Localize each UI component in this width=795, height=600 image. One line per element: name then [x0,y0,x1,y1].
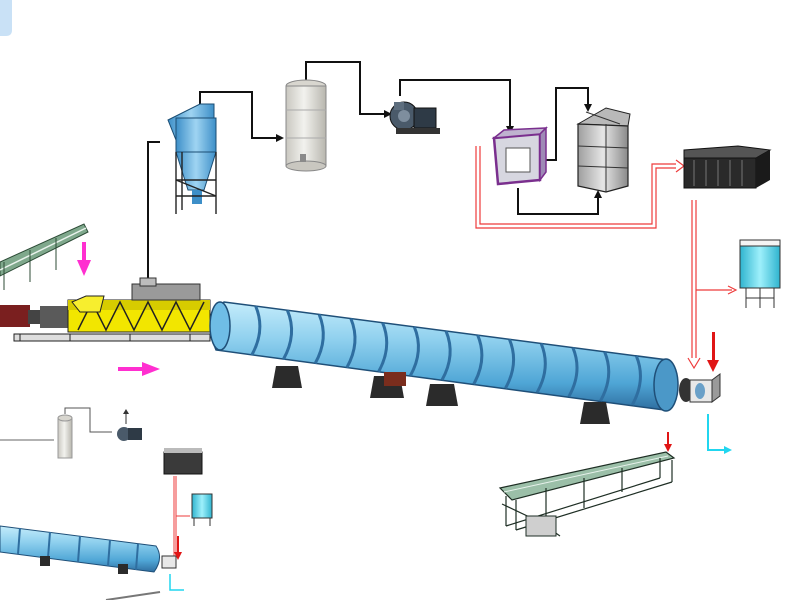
drum-ring [408,326,420,377]
drum-supports [272,366,610,424]
corner-tab [0,0,12,36]
cyan-output-arrow-icon [707,414,732,454]
drum-ring [377,322,389,373]
drum-ring [504,338,516,390]
mini-heat-exchanger-icon [163,448,203,475]
screw-feeder-icon [0,277,211,342]
red-duct-lines [475,146,732,358]
chimney-silo-icon [576,107,631,193]
mini-rotary-drum-icon [0,525,160,574]
duct-arrowheads [276,104,602,198]
red-small-down-arrow-icon [664,432,672,452]
red-down-arrow-icon [707,332,719,372]
bag-filter-icon [491,126,548,186]
drum-ring [567,346,579,398]
cyclone-separator-icon [167,103,217,214]
induced-draft-fan-icon [389,101,440,134]
red-duct-arrowheads [675,159,738,370]
inclined-belt-conveyor-icon [0,223,89,290]
drum-ring [313,313,325,365]
mini-spray-tower-icon [57,414,73,459]
drum-ring [535,342,547,394]
drum-ring [345,317,357,369]
water-tank-icon [739,239,781,308]
drum-ring [282,309,294,361]
drum-rings [250,305,642,406]
drum-ring [472,334,484,385]
drum-ring [599,351,611,402]
magenta-down-arrow-icon [77,242,91,276]
discharge-box-icon [679,373,721,403]
magenta-right-arrow-icon [118,362,160,376]
mini-water-tank-icon [191,493,213,526]
rotary-drum-dryer-icon [209,301,679,424]
drum-ring [440,330,452,381]
spray-tower-icon [285,79,327,172]
discharge-belt-conveyor-icon [498,451,676,537]
drum-ring [250,305,262,356]
overview-thumbnail-icon [0,407,213,600]
material-flow-arrows [77,242,732,454]
drum-ring [630,355,642,406]
black-duct-lines [147,61,599,278]
mini-fan-icon [117,409,142,441]
heat-exchanger-icon [683,145,772,189]
